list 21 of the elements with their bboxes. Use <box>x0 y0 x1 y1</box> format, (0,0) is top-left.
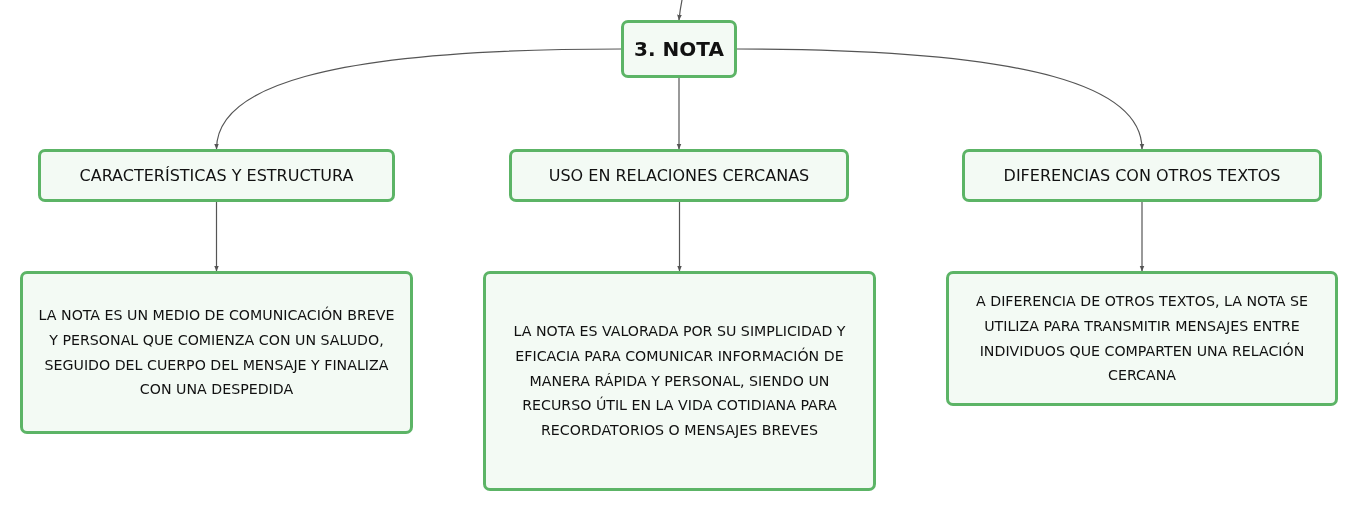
subtopic-box <box>509 149 849 202</box>
node-text: 3. NOTA <box>634 37 724 61</box>
connector-arrow <box>214 48 622 150</box>
node-text: A DIFERENCIA DE OTROS TEXTOS, LA NOTA SE UTILIZA PARA TRANSMITIR MENSAJES ENTRE INDIVIDUOS QUE COMPARTEN UNA RELACIÓN CERCANA <box>975 291 1309 386</box>
connector-arrow <box>736 48 1144 150</box>
node-text: CARACTERÍSTICAS Y ESTRUCTURA <box>79 165 354 186</box>
node-text: USO EN RELACIONES CERCANAS <box>548 165 810 186</box>
description-box <box>946 271 1338 406</box>
node-text: LA NOTA ES VALORADA POR SU SIMPLICIDAD Y EFICACIA PARA COMUNICAR INFORMACIÓN DE MANERA RÁPIDA Y PERSONAL, SIENDO UN RECURSO ÚTIL EN LA VIDA COTIDIANA PARA RECORDATORIOS O MENSAJES BREVES <box>512 321 847 441</box>
description-box <box>483 271 876 491</box>
connector-arrow <box>676 77 682 150</box>
subtopic-box <box>38 149 395 202</box>
connector-arrow <box>1139 201 1145 272</box>
connector-arrow <box>214 201 219 272</box>
node-text: DIFERENCIAS CON OTROS TEXTOS <box>1003 165 1281 186</box>
connector-arrow <box>677 201 682 272</box>
subtopic-box <box>962 149 1322 202</box>
description-box <box>20 271 413 434</box>
topic-box <box>621 20 737 78</box>
node-text: LA NOTA ES UN MEDIO DE COMUNICACIÓN BREVE Y PERSONAL QUE COMIENZA CON UN SALUDO, SEGUIDO DEL CUERPO DEL MENSAJE Y FINALIZA CON UNA DESPEDIDA <box>37 305 396 400</box>
connector-arrow <box>677 0 683 21</box>
